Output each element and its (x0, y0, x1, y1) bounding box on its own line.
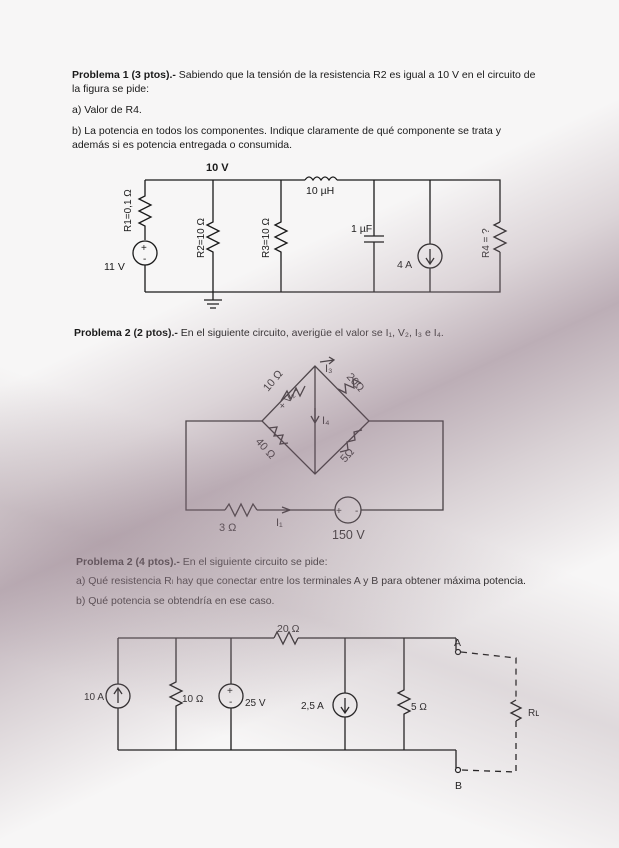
c1-arrow-down-icon (425, 249, 435, 266)
c1-label-voltage-source: 11 V (104, 261, 125, 273)
c3-rl-resistor (509, 699, 523, 722)
c3-r10-resistor (168, 638, 184, 750)
c1-top-wire-right (337, 179, 501, 222)
c1-vs-minus: - (143, 254, 146, 265)
c1-r1-resistor (137, 180, 153, 240)
c2-r40-resistor (268, 426, 289, 445)
c2-vs-minus: - (355, 506, 358, 517)
c3-label-i10: 10 A (84, 692, 104, 703)
c2-vs-plus: + (336, 506, 342, 517)
c3-label-r10: 10 Ω (182, 694, 204, 705)
c1-capacitor (364, 180, 384, 292)
c2-label-r3: 3 Ω (219, 522, 236, 534)
c1-r2-resistor (205, 180, 221, 292)
c1-label-current-source: 4 A (397, 259, 412, 271)
c1-label-r2: R2=10 Ω (196, 217, 207, 258)
c3-r5-resistor (396, 638, 412, 750)
c2-label-r10: 10 Ω (261, 368, 285, 394)
c3-arrow-up-icon (113, 686, 123, 703)
c3-label-r5: 5 Ω (411, 702, 427, 713)
c3-arrow-down-icon (340, 698, 350, 715)
circuit-1: + - 10 V 10 µH R1=0,1 Ω R2=10 Ω R3=10 Ω … (104, 162, 508, 309)
c1-vs-plus: + (141, 243, 147, 254)
c1-ground-icon (204, 292, 222, 309)
c1-label-r3: R3=10 Ω (261, 217, 272, 258)
c3-vs-plus: + (227, 686, 233, 697)
c3-rl-dashed-bottom (460, 721, 517, 773)
circuit-2: 10 Ω + V₂ - I₃ 20Ω I₄ 40 Ω 5Ω 3 Ω I₁ + -… (185, 356, 444, 542)
c2-outer-right-wire (361, 420, 444, 511)
c1-label-node-v: 10 V (206, 162, 229, 174)
c2-label-r40: 40 Ω (253, 436, 278, 462)
c2-arrow-down-icon (310, 408, 320, 425)
c3-terminal-b (454, 766, 462, 774)
c2-label-i4: I₄ (322, 415, 330, 427)
c1-label-capacitor: 1 µF (351, 223, 372, 235)
c3-label-term-b: B (455, 780, 462, 792)
c2-r3-resistor (224, 502, 258, 518)
c1-label-r1: R1=0,1 Ω (123, 189, 134, 232)
c3-label-rl: Rʟ (528, 708, 539, 719)
c2-label-i1: I₁ (276, 517, 283, 529)
c1-label-r4: R4 = ? (481, 228, 492, 258)
c3-label-i25: 2,5 A (301, 701, 324, 712)
c2-label-i3: I₃ (325, 363, 333, 375)
c2-label-r20: 20Ω (344, 371, 367, 394)
c3-terminal-a (454, 648, 462, 656)
c3-label-r20: 20 Ω (277, 623, 300, 635)
c3-label-v25: 25 V (245, 698, 266, 709)
c3-label-term-a: A (454, 637, 461, 649)
circuit-3: + - 20 Ω A B 10 A 10 Ω 25 V 2,5 A 5 Ω Rʟ (84, 623, 539, 792)
c1-r3-resistor (273, 180, 289, 292)
c1-label-inductor: 10 µH (306, 185, 334, 197)
c1-inductor (304, 176, 338, 182)
c2-r5-resistor (339, 429, 363, 453)
c2-outer-left-wire (185, 420, 262, 511)
c2-label-source: 150 V (332, 528, 365, 542)
c2-label-v2: + V₂ - (277, 385, 302, 411)
c3-rl-dashed-top (460, 651, 517, 700)
c3-vs-minus: - (229, 697, 232, 708)
c1-r4-resistor (492, 221, 508, 253)
